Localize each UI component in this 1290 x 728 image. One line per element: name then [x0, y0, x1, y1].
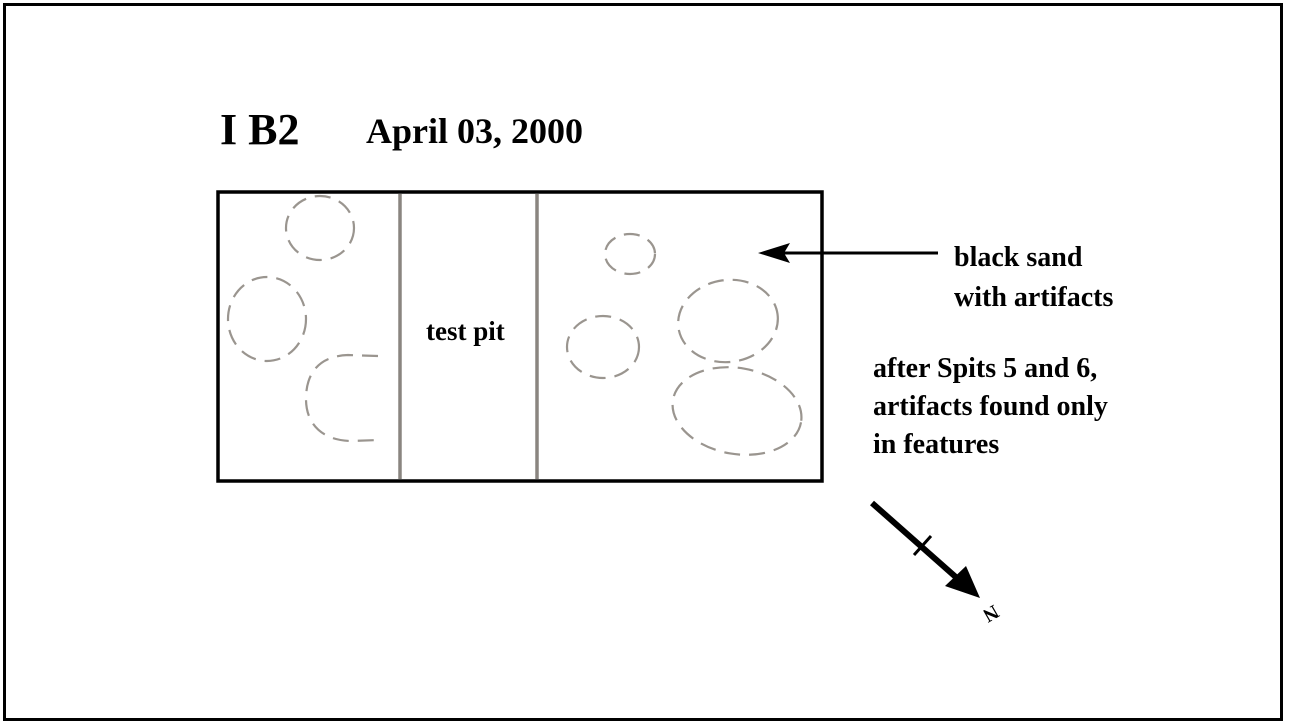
arrow-left-icon [758, 243, 938, 263]
excavation-date: April 03, 2000 [366, 111, 584, 151]
north-label: N [978, 600, 1002, 627]
feature-outlines-right [565, 232, 803, 456]
figure-frame [3, 3, 1283, 721]
feature-outline [677, 278, 779, 364]
note-line: artifacts found only [873, 391, 1108, 422]
features-note: after Spits 5 and 6, artifacts found onl… [873, 350, 1108, 464]
feature-outline [565, 314, 641, 380]
feature-outline [284, 194, 356, 262]
annotation-line: with artifacts [954, 282, 1114, 313]
annotation-line: black sand [954, 242, 1083, 273]
feature-outline [304, 353, 381, 443]
feature-outline [671, 366, 803, 456]
black-sand-annotation: black sand with artifacts [954, 238, 1113, 318]
note-line: after Spits 5 and 6, [873, 353, 1098, 384]
excavation-unit-outline [216, 190, 824, 483]
north-arrow-icon [870, 500, 980, 598]
test-pit-label: test pit [426, 316, 505, 346]
feature-outline [603, 232, 657, 276]
note-line: in features [873, 429, 1000, 460]
unit-id: I B2 [220, 105, 300, 154]
feature-outline [226, 275, 308, 363]
feature-outlines-left [226, 194, 381, 443]
